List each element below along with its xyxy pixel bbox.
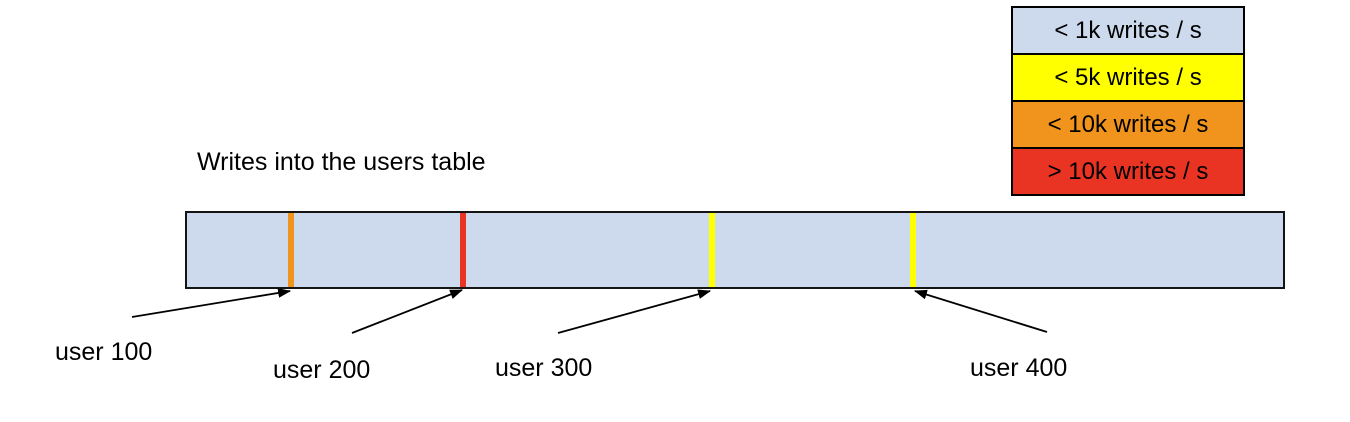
write-marker-user-100 xyxy=(288,213,294,287)
arrow-to-user-200 xyxy=(351,289,464,334)
user-label-user-300: user 300 xyxy=(495,354,593,382)
legend-item-3: > 10k writes / s xyxy=(1013,147,1243,194)
legend-item-1: < 5k writes / s xyxy=(1013,53,1243,100)
legend-item-0: < 1k writes / s xyxy=(1013,8,1243,53)
user-label-user-100: user 100 xyxy=(55,338,153,366)
write-marker-user-400 xyxy=(910,213,916,287)
write-marker-user-200 xyxy=(460,213,466,287)
arrow-to-user-400 xyxy=(913,289,1048,333)
legend-item-2: < 10k writes / s xyxy=(1013,100,1243,147)
user-label-user-400: user 400 xyxy=(970,354,1068,382)
arrow-to-user-300 xyxy=(557,289,712,334)
arrow-to-user-100 xyxy=(131,288,292,318)
users-table-band xyxy=(185,211,1285,289)
diagram-title: Writes into the users table xyxy=(197,148,486,176)
legend: < 1k writes / s< 5k writes / s< 10k writ… xyxy=(1011,6,1245,196)
write-marker-user-300 xyxy=(709,213,715,287)
user-label-user-200: user 200 xyxy=(273,356,371,384)
